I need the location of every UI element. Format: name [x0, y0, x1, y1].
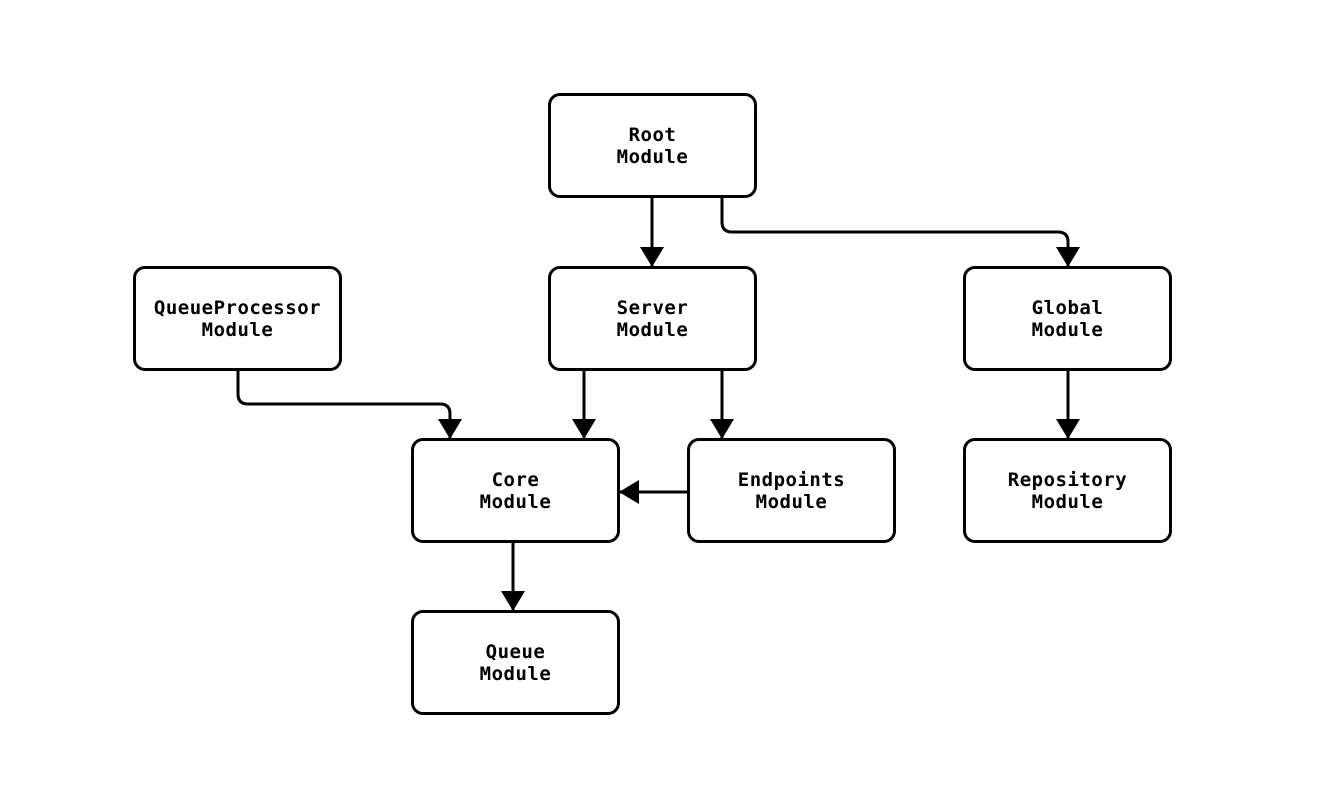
node-label-line1: QueueProcessor	[153, 296, 322, 319]
node-label-line1: Server	[616, 296, 689, 319]
node-server-module: Server Module	[548, 266, 757, 371]
node-queueprocessor-module: QueueProcessor Module	[133, 266, 342, 371]
node-label-line2: Module	[479, 662, 552, 685]
node-core-module: Core Module	[411, 438, 620, 543]
node-root-module: Root Module	[548, 93, 757, 198]
node-endpoints-module: Endpoints Module	[687, 438, 896, 543]
node-queue-module: Queue Module	[411, 610, 620, 715]
node-label-line2: Module	[616, 145, 689, 168]
node-label-line1: Global	[1031, 296, 1104, 319]
node-repository-module: Repository Module	[963, 438, 1172, 543]
node-label-line1: Root	[628, 123, 677, 146]
node-label-line1: Endpoints	[737, 468, 846, 491]
node-label-line2: Module	[755, 490, 828, 513]
edge-root-global	[720, 198, 1080, 267]
node-label-line1: Core	[491, 468, 540, 491]
node-label-line2: Module	[201, 318, 274, 341]
node-label-line1: Repository	[1007, 468, 1128, 491]
edge-queueprocessor-core	[236, 371, 462, 439]
node-label-line2: Module	[616, 318, 689, 341]
node-global-module: Global Module	[963, 266, 1172, 371]
node-label-line2: Module	[479, 490, 552, 513]
node-label-line2: Module	[1031, 490, 1104, 513]
node-label-line2: Module	[1031, 318, 1104, 341]
node-label-line1: Queue	[485, 640, 546, 663]
